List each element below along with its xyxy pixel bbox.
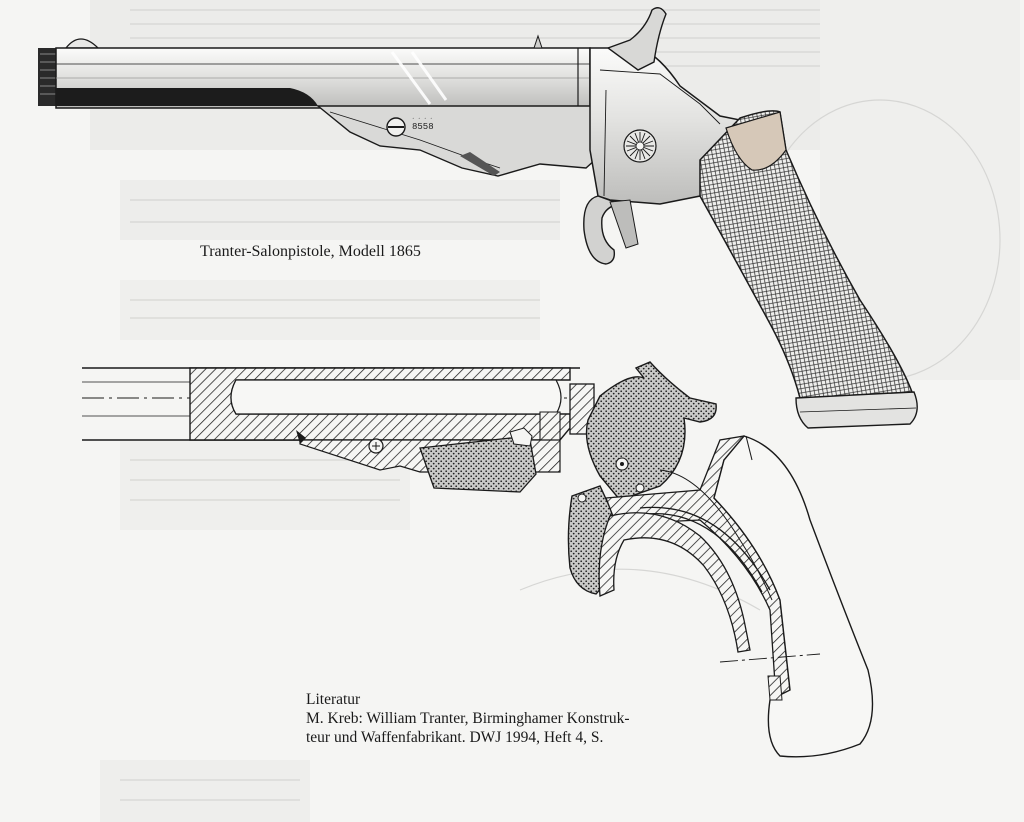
bibliography-heading: Literatur [306,691,361,708]
figure-caption: Tranter-Salonpistole, Modell 1865 [200,243,421,260]
serial-number: 8558 [412,122,434,132]
bibliography-block: Literatur M. Kreb: William Tranter, Birm… [306,690,726,747]
bibliography-line: teur und Waffenfabrikant. DWJ 1994, Heft… [306,729,604,746]
serial-stamp: ◦ ◦ ◦ ◦ 8558 [412,116,434,132]
bibliography-line: M. Kreb: William Tranter, Birminghamer K… [306,710,630,727]
